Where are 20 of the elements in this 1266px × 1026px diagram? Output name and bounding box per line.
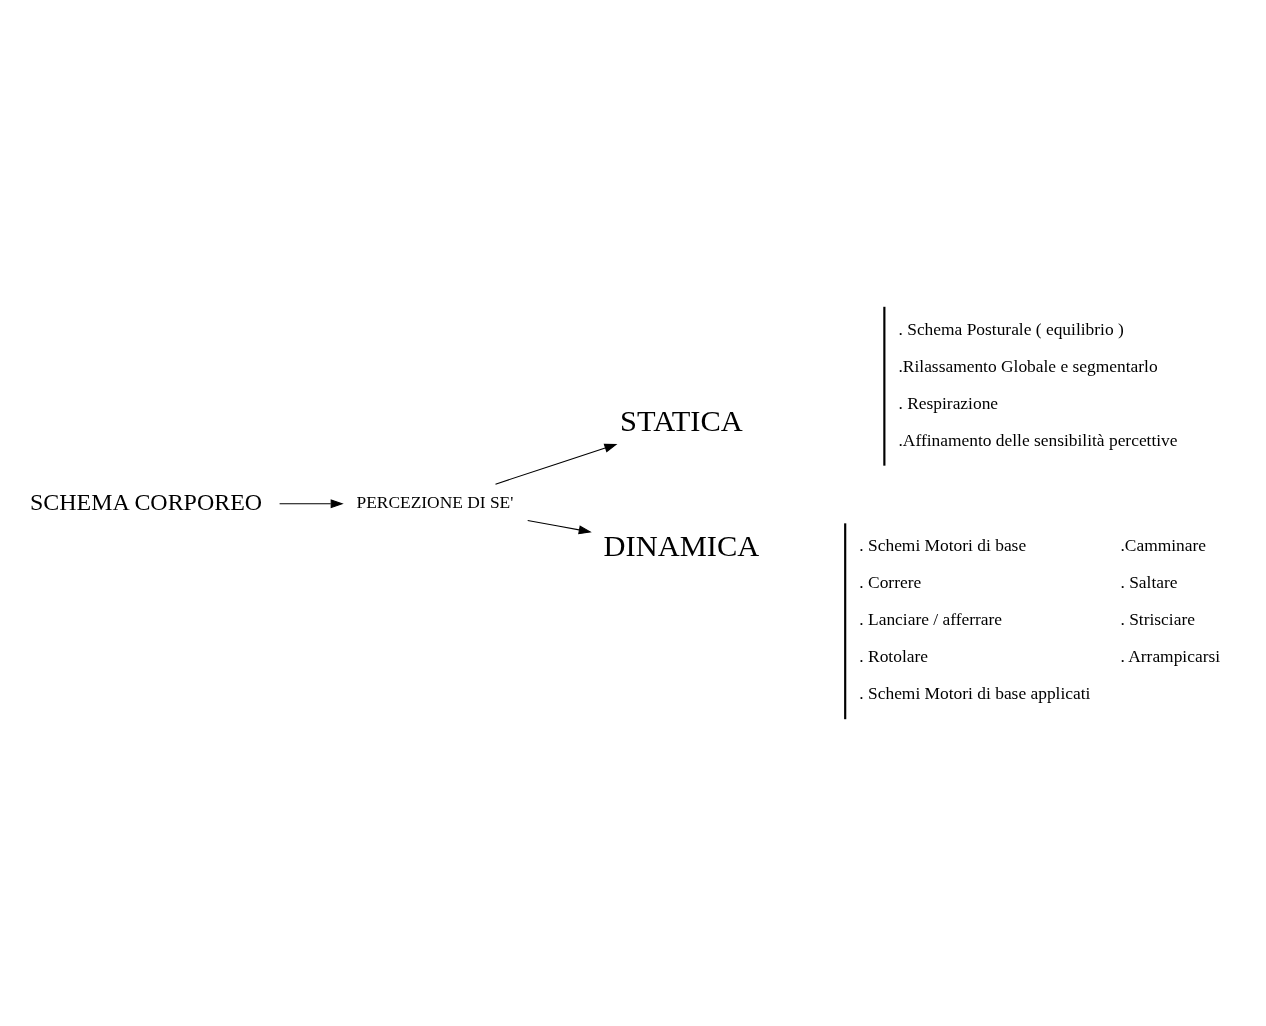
label: . Strisciare	[1120, 609, 1195, 630]
label: . Arrampicarsi	[1120, 646, 1221, 667]
label: . Lanciare / afferrare	[859, 609, 1003, 630]
arrow	[279, 499, 344, 509]
label: . Rotolare	[859, 646, 928, 667]
label: . Correre	[859, 572, 922, 593]
label: .Rilassamento Globale e segmentarlo	[898, 355, 1158, 376]
node-text: SCHEMA CORPOREO	[30, 488, 263, 515]
label: . Schema Posturale ( equilibrio )	[898, 318, 1124, 339]
node-text: STATICA	[620, 403, 743, 438]
label: . Schemi Motori di base	[859, 535, 1027, 556]
label: .Affinamento delle sensibilità percettive	[898, 429, 1178, 450]
arrow	[494, 443, 618, 485]
node-text: DINAMICA	[603, 528, 760, 563]
label: . Saltare	[1120, 572, 1178, 593]
label: . Respirazione	[898, 392, 999, 413]
label: .Camminare	[1120, 535, 1207, 556]
arrow	[527, 519, 592, 535]
node-text: PERCEZIONE DI SE'	[356, 491, 514, 512]
label: . Schemi Motori di base applicati	[859, 683, 1091, 704]
